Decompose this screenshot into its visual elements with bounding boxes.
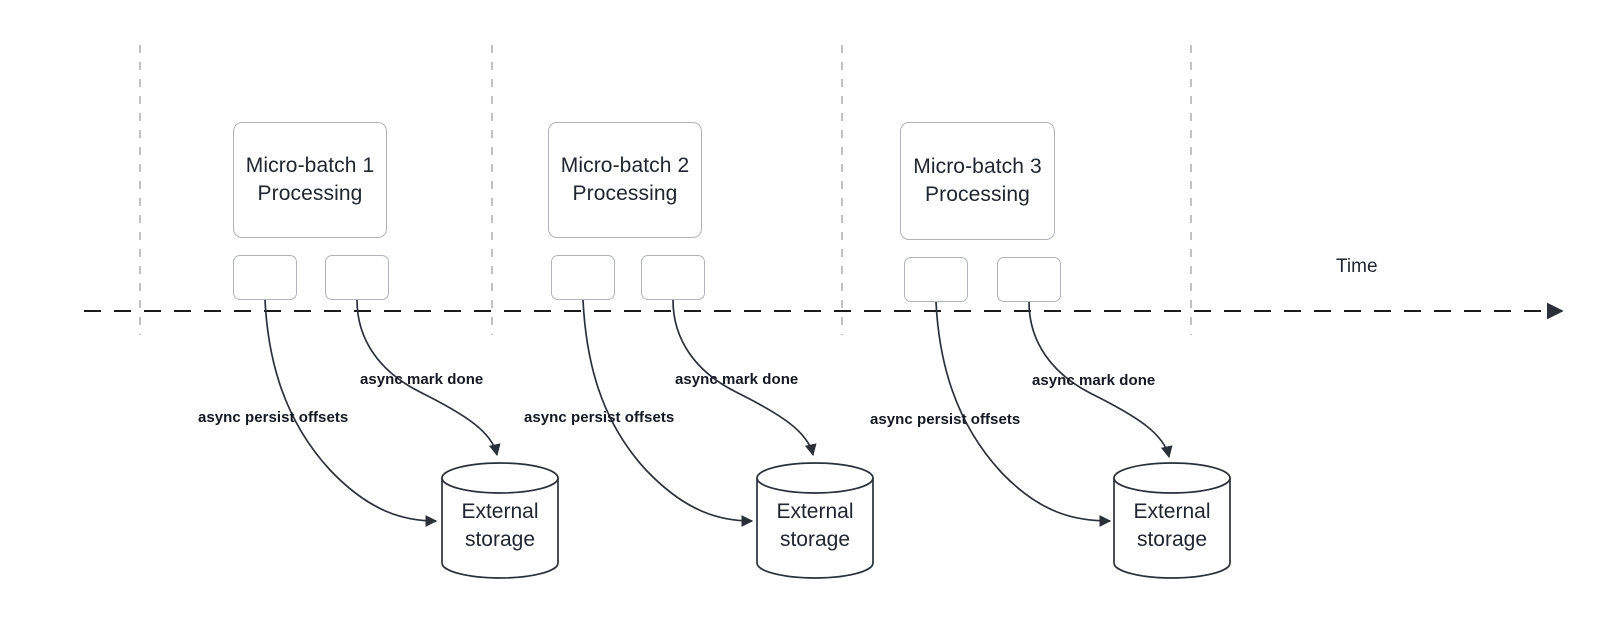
edge-mark-done-3 — [1028, 301, 1173, 459]
micro-batch-box-3-text: Micro-batch 3 Processing — [913, 153, 1042, 208]
edge-label-persist-offsets-1: async persist offsets — [198, 409, 349, 426]
edge-persist-offsets-1 — [264, 299, 438, 527]
task-slot-3a[interactable] — [904, 257, 968, 302]
edge-persist-offsets-3 — [935, 301, 1112, 527]
micro-batch-box-1-line2: Processing — [257, 182, 363, 205]
micro-batch-box-2[interactable]: Micro-batch 2 Processing — [548, 122, 702, 238]
edge-persist-offsets-2 — [582, 299, 754, 527]
micro-batch-box-1-text: Micro-batch 1 Processing — [246, 152, 375, 207]
micro-batch-box-2-text: Micro-batch 2 Processing — [561, 152, 690, 207]
storage-cylinder-1 — [441, 462, 559, 579]
edge-label-persist-offsets-2: async persist offsets — [524, 409, 675, 426]
connector-group-3 — [935, 301, 1173, 527]
edge-label-mark-done-1: async mark done — [360, 371, 484, 388]
task-slot-1b[interactable] — [325, 255, 389, 300]
connector-group-1 — [264, 299, 501, 527]
micro-batch-box-2-line1: Micro-batch 2 — [560, 154, 690, 178]
tick-line-group — [139, 45, 1192, 335]
micro-batch-box-2-line2: Processing — [572, 182, 678, 205]
task-slot-3b[interactable] — [997, 257, 1061, 302]
storage-cylinder-2 — [756, 462, 874, 579]
edge-label-mark-done-2: async mark done — [675, 371, 799, 388]
edge-label-mark-done-3: async mark done — [1032, 372, 1156, 389]
edge-mark-done-1 — [356, 299, 501, 457]
edge-mark-done-2 — [672, 299, 817, 457]
task-slot-2a[interactable] — [551, 255, 615, 300]
time-axis-label: Time — [1336, 256, 1378, 277]
storage-cylinder-3 — [1113, 462, 1231, 579]
connector-group-2 — [582, 299, 817, 527]
task-slot-1a[interactable] — [233, 255, 297, 300]
micro-batch-box-1-line1: Micro-batch 1 — [245, 154, 375, 178]
task-slot-2b[interactable] — [641, 255, 705, 300]
micro-batch-box-3[interactable]: Micro-batch 3 Processing — [900, 122, 1055, 240]
micro-batch-box-3-line1: Micro-batch 3 — [913, 155, 1042, 179]
micro-batch-box-1[interactable]: Micro-batch 1 Processing — [233, 122, 387, 238]
edge-label-persist-offsets-3: async persist offsets — [870, 411, 1021, 428]
micro-batch-box-3-line2: Processing — [925, 183, 1030, 206]
